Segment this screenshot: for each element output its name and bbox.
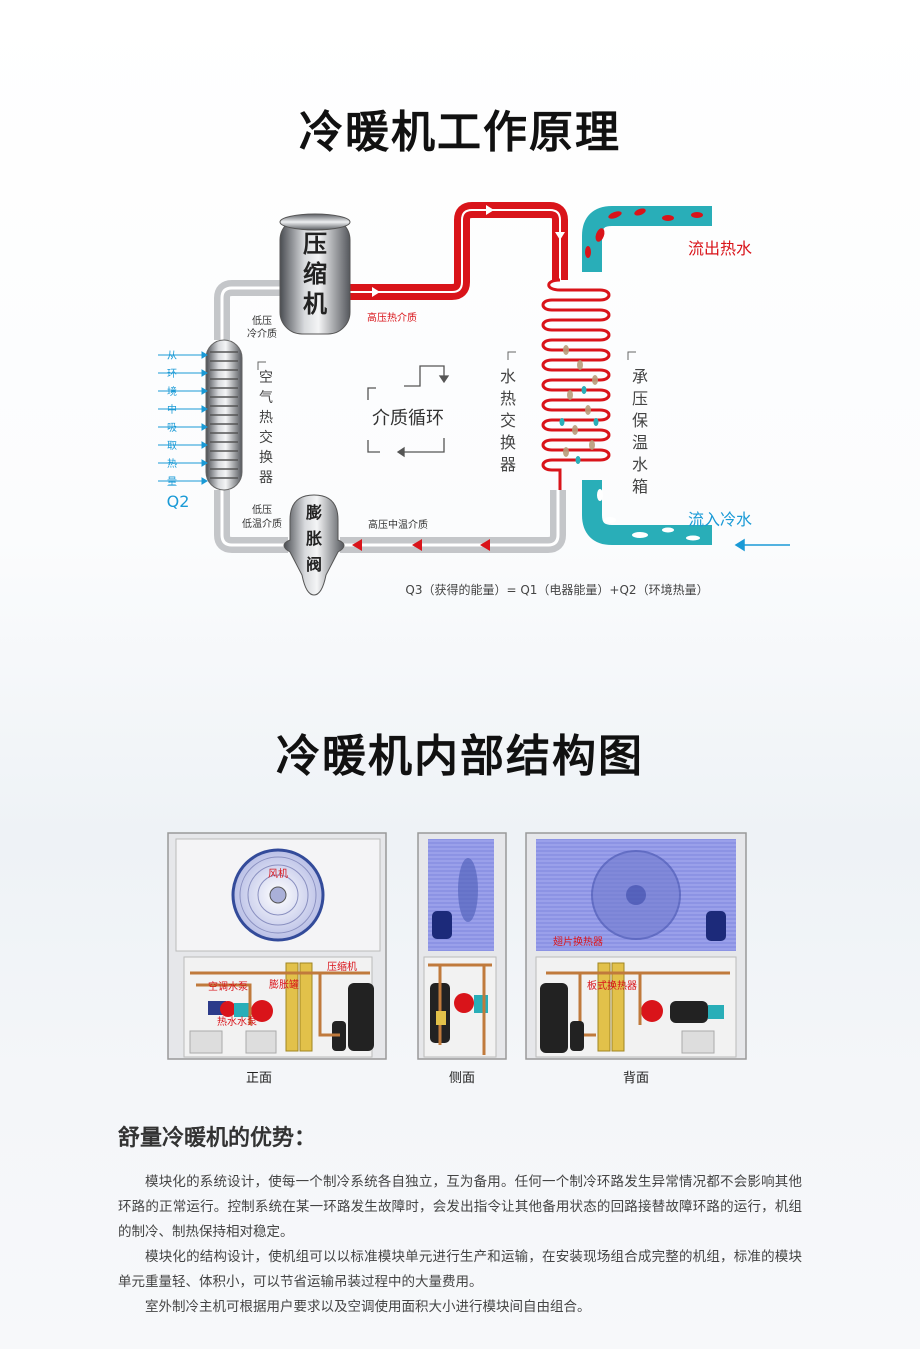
fin-hx-label: 翅片换热器 (553, 935, 603, 948)
side-view-label: 侧面 (449, 1071, 475, 1086)
advantage-paragraph-1: 模块化的系统设计，使每一个制冷系统各自独立，互为备用。任何一个制冷环路发生异常情… (118, 1174, 802, 1240)
svg-text:空: 空 (259, 370, 273, 386)
svg-text:水: 水 (632, 455, 648, 474)
low-pressure-cold-label-2: 冷介质 (247, 327, 277, 340)
absorb-heat-label: 从 环 境 中 吸 取 热 量 (167, 351, 177, 488)
advantage-paragraph-2: 模块化的结构设计，使机组可以以标准模块单元进行生产和运输，在安装现场组合成完整的… (118, 1249, 802, 1290)
hot-water-out-label: 流出热水 (688, 239, 752, 258)
high-pressure-hot-label: 高压热介质 (367, 311, 417, 324)
svg-text:量: 量 (167, 476, 177, 488)
advantages-heading: 舒量冷暖机的优势： (118, 1126, 317, 1151)
cold-water-in-arrow (734, 538, 790, 552)
svg-text:吸: 吸 (167, 423, 177, 434)
svg-text:器: 器 (500, 455, 516, 474)
hot-water-droplets (585, 208, 703, 258)
low-pressure-lowtemp-label-1: 低压 (252, 503, 272, 516)
low-pressure-pipe-bottom (214, 490, 288, 553)
cycle-arrows (367, 365, 450, 458)
svg-text:换: 换 (259, 449, 273, 466)
valve-label-3: 阀 (306, 555, 322, 574)
cold-water-in-pipe (582, 480, 712, 545)
compressor-label-2: 缩 (303, 260, 327, 288)
tank-label: 承 压 保 温 水 箱 (632, 367, 648, 496)
valve-label-1: 膨 (306, 503, 322, 522)
compressor (279, 213, 351, 335)
svg-text:取: 取 (167, 440, 177, 452)
fan-label: 风机 (268, 867, 288, 880)
back-view (525, 832, 747, 1060)
high-pressure-midtemp-label: 高压中温介质 (368, 518, 428, 531)
front-view-label: 正面 (246, 1071, 272, 1086)
svg-text:换: 换 (500, 433, 516, 452)
low-pressure-cold-label-1: 低压 (252, 314, 272, 327)
front-view (167, 832, 387, 1060)
plate-hx-label: 板式换热器 (587, 979, 637, 992)
svg-text:交: 交 (259, 429, 273, 446)
ac-pump-label: 空调水泵 (208, 980, 248, 993)
structure-diagram: 风机 空调水泵 膨胀罐 压缩机 热水水泵 正面 侧面 翅片换热器 板式换热器 (167, 832, 747, 1086)
svg-text:环: 环 (167, 369, 177, 380)
cold-water-in-label: 流入冷水 (688, 510, 752, 529)
mid-pipe-arrows (352, 539, 490, 551)
water-hx-label: 水 热 交 换 器 (500, 367, 516, 474)
side-view (417, 832, 507, 1060)
mid-temp-pipe (340, 490, 566, 553)
svg-text:箱: 箱 (632, 477, 648, 496)
back-view-label: 背面 (623, 1071, 649, 1086)
svg-text:从: 从 (167, 351, 177, 362)
svg-text:保: 保 (632, 411, 648, 430)
air-hx-label: 空 气 热 交 换 器 (259, 370, 273, 486)
valve-label-2: 胀 (306, 529, 322, 548)
svg-text:热: 热 (259, 410, 273, 426)
structure-title: 冷暖机内部结构图 (276, 731, 644, 782)
cold-water-droplets (597, 489, 700, 541)
svg-text:承: 承 (632, 367, 648, 386)
compressor-label-3: 机 (303, 290, 327, 318)
working-principle-diagram: 压 缩 机 膨 胀 阀 低压 冷介质 高压热介质 低压 低温介质 高压中温介质 … (158, 202, 790, 597)
q2-label: Q2 (167, 492, 190, 511)
high-pressure-hot-pipe (350, 202, 568, 300)
advantage-paragraph-3: 室外制冷主机可根据用户要求以及空调使用面积大小进行模块间自由组合。 (145, 1299, 591, 1315)
water-heat-exchanger-coil (541, 278, 611, 490)
air-hx-fins (210, 351, 238, 479)
cycle-label: 介质循环 (372, 408, 444, 429)
hot-pump-label: 热水水泵 (217, 1015, 257, 1028)
svg-text:压: 压 (632, 389, 648, 408)
svg-text:交: 交 (500, 411, 516, 430)
compressor-part-label: 压缩机 (327, 960, 357, 973)
absorb-arrows (158, 351, 208, 485)
low-pressure-lowtemp-label-2: 低温介质 (242, 517, 282, 530)
tank-cold-bubbles (559, 386, 599, 464)
tank-bubbles (563, 345, 598, 457)
compressor-label-1: 压 (303, 230, 327, 258)
expansion-valve (283, 494, 345, 596)
svg-text:水: 水 (500, 367, 516, 386)
energy-formula: Q3（获得的能量）= Q1（电器能量）+Q2（环境热量） (405, 582, 708, 597)
principle-title: 冷暖机工作原理 (299, 107, 621, 158)
svg-text:气: 气 (259, 390, 273, 406)
svg-text:热: 热 (500, 389, 516, 408)
svg-text:器: 器 (259, 470, 273, 486)
svg-text:温: 温 (632, 433, 648, 452)
expansion-tank-label: 膨胀罐 (269, 978, 299, 991)
